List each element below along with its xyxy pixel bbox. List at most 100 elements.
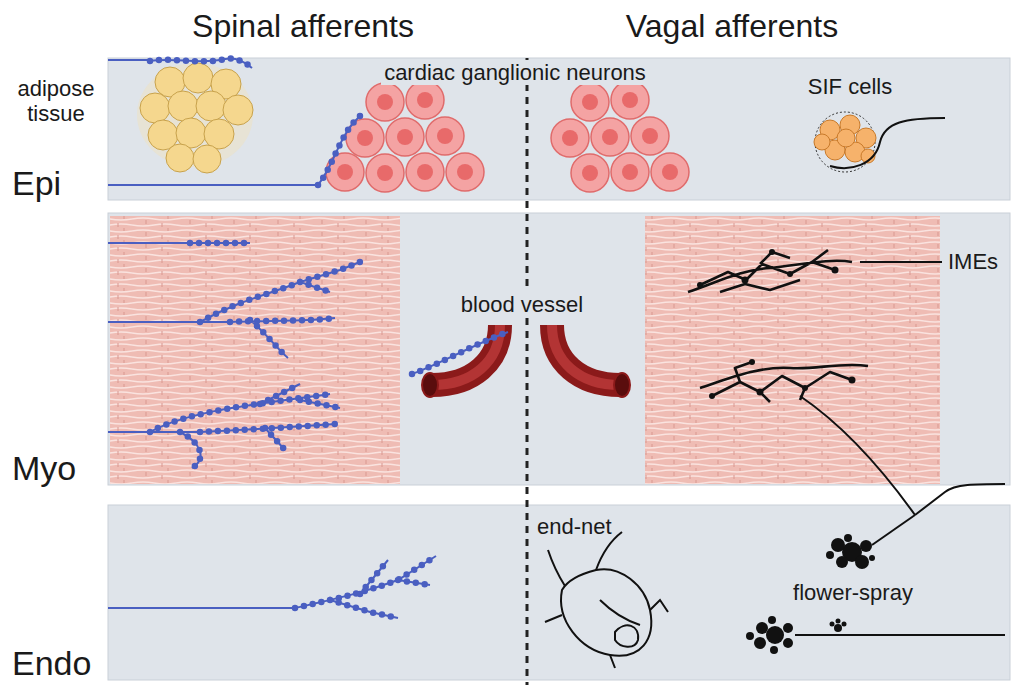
flower-spray-endings-part — [754, 637, 766, 649]
intramuscular-endings-part-part — [849, 377, 856, 384]
layer-label: Endo — [12, 645, 91, 682]
spinal-nerve-fibers-part — [108, 431, 200, 433]
intramuscular-endings-part-part — [697, 282, 703, 288]
sif-cells-part — [830, 118, 945, 168]
blood-vessel-part — [552, 325, 620, 385]
intramuscular-endings-part-part — [787, 271, 793, 277]
ganglionic-neurons-part-part — [357, 130, 373, 146]
vagal-fibers-part — [795, 634, 1005, 636]
ganglionic-neurons-part-part — [366, 83, 404, 121]
ganglionic-neurons-part-part — [582, 94, 598, 110]
blood-vessel-part — [432, 325, 500, 385]
blood-vessel-part — [432, 325, 500, 385]
layer-ground-part — [108, 213, 1010, 485]
layer-label: Myo — [12, 450, 76, 487]
layer-ground-part — [108, 58, 1010, 200]
intramuscular-endings-part-part — [757, 389, 764, 396]
spinal-nerve-fibers-part — [295, 556, 436, 618]
ending-label: end-net — [537, 514, 612, 539]
ganglionic-neurons-part-part — [417, 92, 433, 108]
blood-vessel-part — [614, 373, 630, 397]
intramuscular-endings-part-part — [802, 385, 808, 391]
spinal-nerve-fibers-part — [190, 240, 250, 247]
ganglionic-neurons-part-part — [551, 119, 589, 157]
ganglionic-neurons-part-part — [651, 153, 689, 191]
ganglionic-neurons-part-part — [337, 164, 353, 180]
ganglionic-neurons-part-part — [406, 153, 444, 191]
spinal-nerve-fibers-part — [108, 59, 150, 61]
adipose-cells-part — [183, 63, 213, 93]
spinal-nerve-fibers-part — [150, 384, 340, 468]
flower-spray-endings-part — [783, 638, 793, 648]
ganglionic-neurons-part-part — [642, 128, 658, 144]
muscle-tissue — [110, 216, 940, 484]
sif-cells-part — [814, 115, 876, 163]
muscle-tissue-part — [110, 216, 400, 484]
ganglionic-neurons-part-part — [446, 153, 484, 191]
ganglionic-neurons-part-part — [386, 118, 424, 156]
ganglionic-neurons-part — [326, 81, 689, 192]
intramuscular-endings-part — [709, 359, 856, 399]
end-net-ending-part — [545, 532, 668, 668]
column-heading: Vagal afferents — [626, 8, 838, 45]
spinal-nerve-fibers-part — [150, 59, 252, 68]
intramuscular-endings-part — [700, 362, 868, 402]
flower-spray-endings-part — [830, 622, 835, 627]
vagal-fibers-part — [800, 396, 915, 515]
ganglionic-neurons-part-part — [437, 128, 453, 144]
intramuscular-endings-part — [697, 249, 839, 288]
tissue-label: adipose tissue — [6, 76, 106, 127]
spinal-nerve-fibers — [108, 59, 508, 618]
intramuscular-endings-part-part — [709, 393, 715, 399]
adipose-cells-part — [196, 91, 226, 121]
flower-spray-endings-part — [855, 555, 869, 569]
muscle-tissue-part — [645, 216, 940, 484]
flower-spray-endings-part — [834, 624, 842, 632]
ganglionic-neurons-part-part — [417, 164, 433, 180]
flower-spray-endings-part — [826, 551, 834, 559]
spinal-nerve-fibers-part — [412, 332, 508, 374]
ganglionic-neurons-part-part — [426, 117, 464, 155]
spinal-nerve-fibers-part — [200, 262, 360, 358]
ganglionic-neurons-part-part — [377, 94, 393, 110]
ganglionic-neurons-part-part — [591, 118, 629, 156]
spinal-nerve-fibers-part — [295, 556, 436, 618]
spinal-nerve-fibers-part — [200, 262, 360, 358]
ganglionic-neurons-part-part — [602, 129, 618, 145]
ganglionic-neurons-part-part — [571, 83, 609, 121]
flower-spray-endings-part — [766, 626, 784, 644]
ganglionic-neurons-part-part — [397, 129, 413, 145]
ganglionic-neurons-part-part — [631, 117, 669, 155]
flower-spray-endings-part — [746, 632, 754, 640]
ganglionic-neurons-part-part — [582, 165, 598, 181]
spinal-nerve-fibers-part — [108, 321, 230, 323]
ganglionic-neurons-part-part — [377, 165, 393, 181]
vessel-label: blood vessel — [458, 292, 586, 317]
flower-spray-endings-part — [770, 646, 778, 654]
ganglionic-neurons — [326, 81, 689, 192]
blood-vessel-part — [422, 373, 438, 397]
ganglionic-neurons-part-part — [662, 164, 678, 180]
ganglionic-neurons-part-part — [611, 153, 649, 191]
spinal-nerve-fibers-part — [108, 184, 318, 186]
ganglionic-neurons-part-part — [622, 92, 638, 108]
adipose-cells-part — [223, 95, 253, 125]
ganglionic-neurons-part-part — [622, 164, 638, 180]
layer-ground-part — [108, 505, 1010, 680]
ganglionic-neurons-part — [337, 92, 678, 181]
ganglionic-neurons-part-part — [571, 154, 609, 192]
spinal-nerve-fibers-part — [108, 242, 250, 244]
intramuscular-endings-part — [860, 261, 942, 263]
spinal-nerve-fibers-part — [150, 59, 252, 68]
vagal-fibers-part — [872, 515, 915, 545]
flower-spray-endings-part — [756, 622, 768, 634]
adipose-cells-part — [193, 145, 221, 173]
end-net-ending — [545, 532, 668, 668]
ganglionic-neurons-part-part — [457, 164, 473, 180]
layer-ground — [108, 58, 1010, 680]
ganglionic-neurons-part-part — [611, 81, 649, 119]
ending-label: IMEs — [948, 249, 998, 274]
cell-label: cardiac ganglionic neurons — [381, 60, 649, 85]
sif-cells — [814, 112, 945, 172]
